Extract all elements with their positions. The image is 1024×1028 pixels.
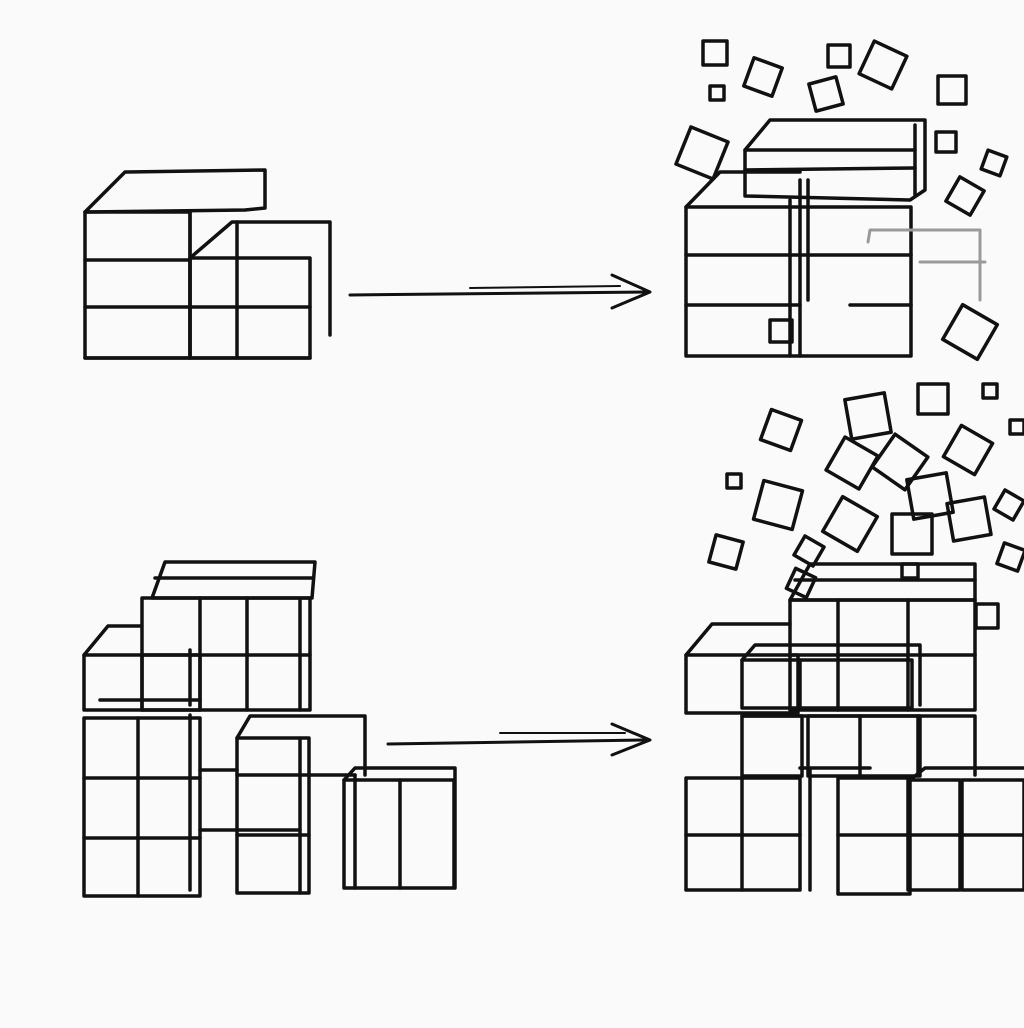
small-square-icon	[792, 534, 826, 568]
small-square-icon	[725, 472, 743, 490]
small-square-icon	[916, 382, 950, 416]
small-square-icon	[768, 318, 794, 344]
top-before-top-slab	[83, 168, 267, 214]
small-square-icon	[826, 43, 852, 69]
bottom-after-structure	[684, 562, 1024, 896]
small-square-icon	[758, 407, 804, 453]
bottom-before-lower-left-stack	[82, 716, 202, 898]
small-square-icon	[843, 391, 893, 441]
small-square-icon	[857, 39, 909, 91]
top-fragments	[674, 39, 1009, 362]
small-square-icon	[941, 423, 995, 477]
top-before-block-outline	[83, 210, 192, 360]
top-before-structure	[83, 168, 332, 360]
bottom-fragments	[707, 382, 1024, 630]
small-square-icon	[824, 435, 880, 491]
small-square-icon	[1008, 418, 1024, 436]
small-square-icon	[900, 562, 920, 580]
small-square-icon	[934, 130, 958, 154]
small-square-icon	[784, 566, 818, 600]
small-square-icon	[936, 74, 968, 106]
bottom-after-left-cube	[684, 653, 800, 715]
small-square-icon	[674, 125, 730, 181]
small-square-icon	[940, 302, 1000, 362]
bottom-before-top-slab	[150, 560, 317, 600]
small-square-icon	[945, 495, 993, 543]
small-square-icon	[905, 471, 955, 521]
top-after-faint-lines	[866, 228, 987, 302]
bottom-before-middle-stack	[235, 736, 311, 895]
small-square-icon	[890, 512, 934, 556]
small-square-icon	[974, 602, 1000, 630]
small-square-icon	[979, 148, 1009, 178]
small-square-icon	[707, 533, 745, 571]
small-square-icon	[701, 39, 729, 67]
top-before-right-block	[188, 220, 332, 337]
small-square-icon	[751, 478, 805, 532]
small-square-icon	[708, 84, 726, 102]
small-square-icon	[992, 488, 1024, 522]
small-square-icon	[981, 382, 999, 400]
bottom-before-structure	[82, 560, 457, 898]
small-square-icon	[995, 541, 1024, 573]
top-after-structure	[684, 118, 927, 358]
small-square-icon	[944, 175, 986, 217]
bottom-after-top-slab	[788, 562, 977, 602]
small-square-icon	[870, 432, 930, 492]
top-after-upper-slab	[743, 118, 927, 202]
top-right-arrow-icon	[348, 273, 652, 310]
small-square-icon	[820, 494, 880, 554]
bottom-right-arrow-icon	[386, 722, 652, 757]
small-square-icon	[807, 75, 845, 113]
small-square-icon	[742, 56, 784, 98]
